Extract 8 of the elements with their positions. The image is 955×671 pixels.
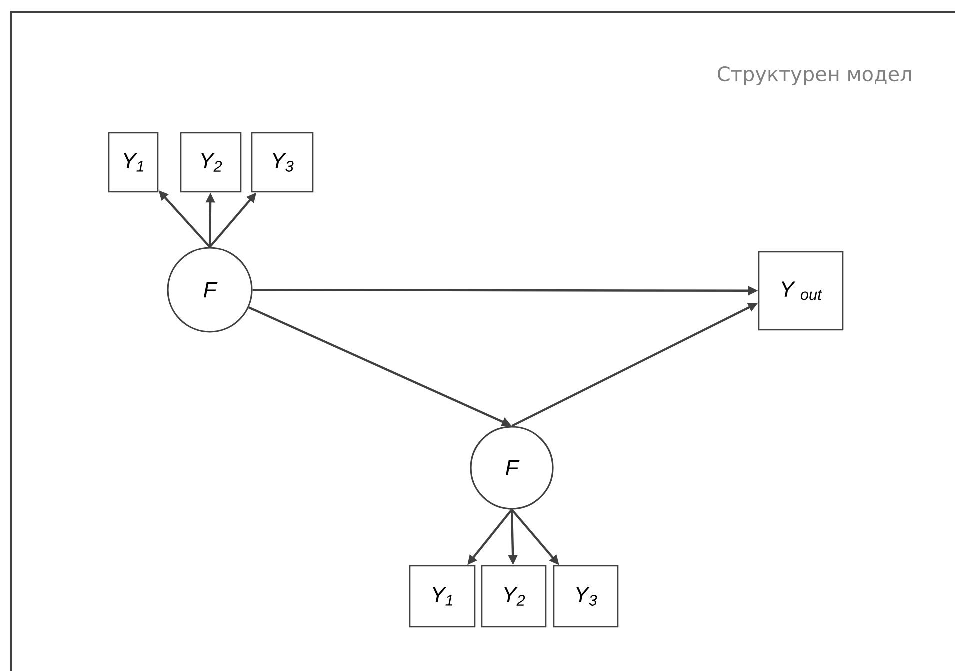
variable-box: Y$_{3}$ bbox=[251, 132, 314, 193]
variable-box: Y$_{2}$ bbox=[481, 565, 547, 628]
variable-box: Y$_{1}$ bbox=[409, 565, 476, 628]
variable-box: Y$_{3}$ bbox=[553, 565, 619, 628]
title: Структурен модел bbox=[718, 66, 912, 86]
variable-box: Y$_{2}$ bbox=[180, 132, 242, 193]
variable-box: Y$_{1}$ bbox=[108, 132, 159, 193]
variable-box: Y $_{out}$ bbox=[758, 251, 844, 331]
